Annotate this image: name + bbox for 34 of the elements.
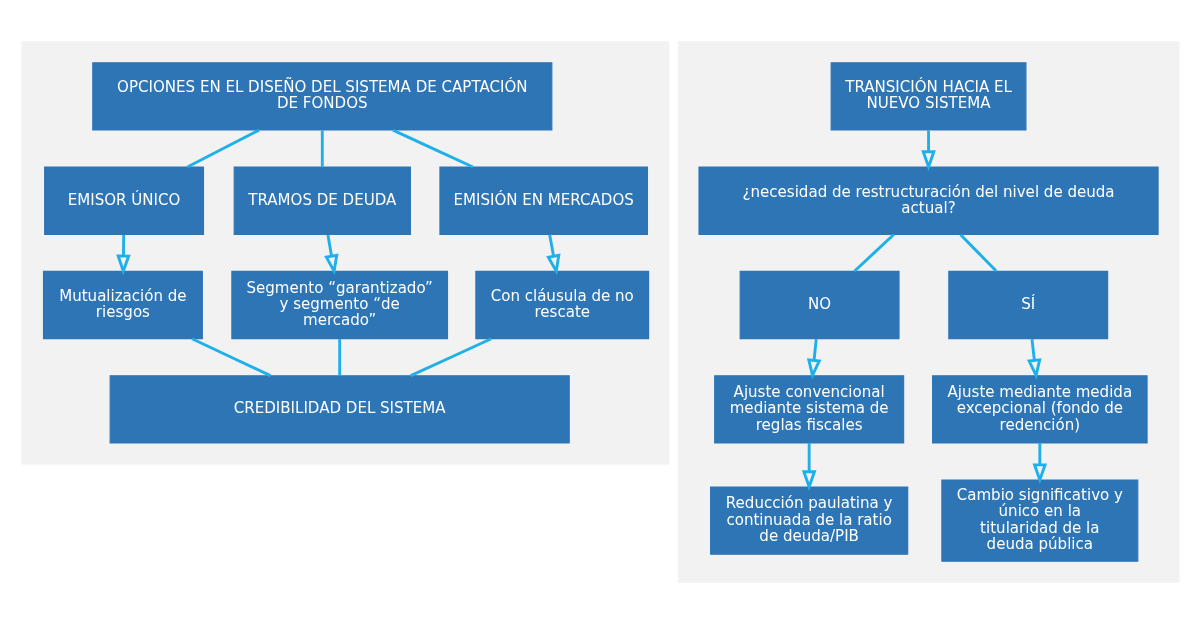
cluster — [21, 41, 670, 465]
connector — [320, 130, 324, 167]
node-box: ¿necesidad de restructuración del nivel de deuda actual? — [698, 166, 1159, 235]
arrow — [921, 130, 936, 172]
node-box: CREDIBILIDAD DEL SISTEMA — [109, 375, 570, 444]
arrow — [1032, 443, 1048, 485]
node-box: OPCIONES EN EL DISEÑO DEL SISTEMA DE CAPTACIÓN DE FONDOS — [92, 62, 553, 131]
node-box: Reducción paulatina y continuada de la ratio de deuda/PIB — [710, 486, 909, 555]
connector — [392, 128, 474, 169]
connector — [410, 337, 492, 377]
node-box: EMISIÓN EN MERCADOS — [439, 166, 649, 235]
arrow — [801, 443, 817, 492]
connector — [186, 128, 260, 169]
cluster — [677, 41, 1180, 583]
connector — [959, 233, 998, 273]
arrow — [806, 338, 822, 380]
connector — [853, 233, 895, 273]
node-box: Con cláusula de no rescate — [475, 270, 650, 340]
node-box: SÍ — [948, 270, 1109, 340]
node-box: NO — [739, 270, 900, 340]
connector — [191, 337, 272, 377]
node-box: Cambio significativo y único en la titularidad de la deuda pública — [941, 479, 1139, 562]
node-box: Segmento “garantizado” y segmento “de mercado” — [231, 270, 449, 340]
arrow — [546, 234, 561, 276]
node-box: Ajuste convencional mediante sistema de reglas fiscales — [714, 375, 905, 444]
node-box: TRANSICIÓN HACIA EL NUEVO SISTEMA — [830, 62, 1027, 131]
arrow — [1026, 338, 1042, 380]
node-box: TRAMOS DE DEUDA — [233, 166, 411, 235]
node-box: EMISOR ÚNICO — [44, 166, 205, 235]
node-box: Ajuste mediante medida excepcional (fondo de redención) — [932, 375, 1148, 444]
arrow — [116, 234, 131, 276]
connector — [338, 339, 342, 376]
arrow — [324, 234, 339, 276]
node-box: Mutualización de riesgos — [42, 270, 203, 340]
